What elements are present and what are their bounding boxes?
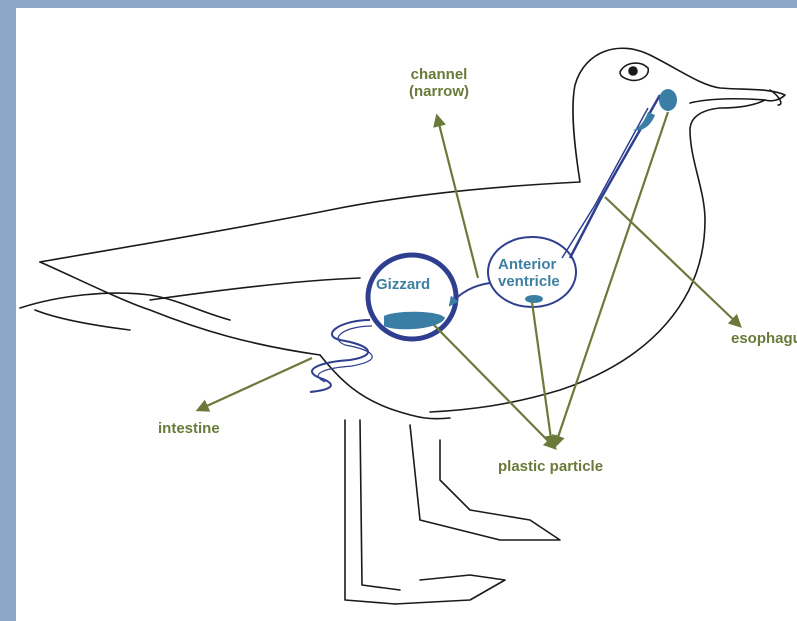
arrow-plastic-ventricle [532,302,552,446]
label-plastic-particle: plastic particle [498,458,603,475]
left-leg-front [360,420,400,590]
eye-pupil [629,67,637,75]
right-leg [410,425,560,540]
label-channel: channel (narrow) [394,66,484,101]
beak-line [690,99,765,103]
left-foot [395,575,505,604]
label-channel-line1: channel [394,66,484,83]
intestine-coil [310,320,370,392]
plastic-in-ventricle [525,295,543,303]
lower-body [320,355,450,419]
label-anterior-line1: Anterior [498,256,560,273]
tail-lower [35,310,130,330]
label-channel-line2: (narrow) [394,83,484,100]
intestine-coil-inner [318,326,372,382]
wing-line [150,278,360,300]
arrow-esophagus [605,197,740,326]
label-esophagus: esophagus [731,330,797,347]
diagram-frame: channel (narrow) Anterior ventricle Gizz… [16,8,797,621]
label-intestine: intestine [158,420,220,437]
left-leg-back [345,420,395,604]
belly-upper [40,262,320,355]
label-anterior-ventricle: Anterior ventricle [498,256,560,291]
annotation-arrows [198,112,740,448]
plastic-in-mouth [659,89,677,111]
arrow-channel [437,116,478,278]
label-gizzard: Gizzard [376,276,430,293]
arrow-plastic-mouth [555,112,668,446]
digestive-tract [310,95,660,392]
label-anterior-line2: ventricle [498,273,560,290]
arrow-intestine [198,358,312,410]
